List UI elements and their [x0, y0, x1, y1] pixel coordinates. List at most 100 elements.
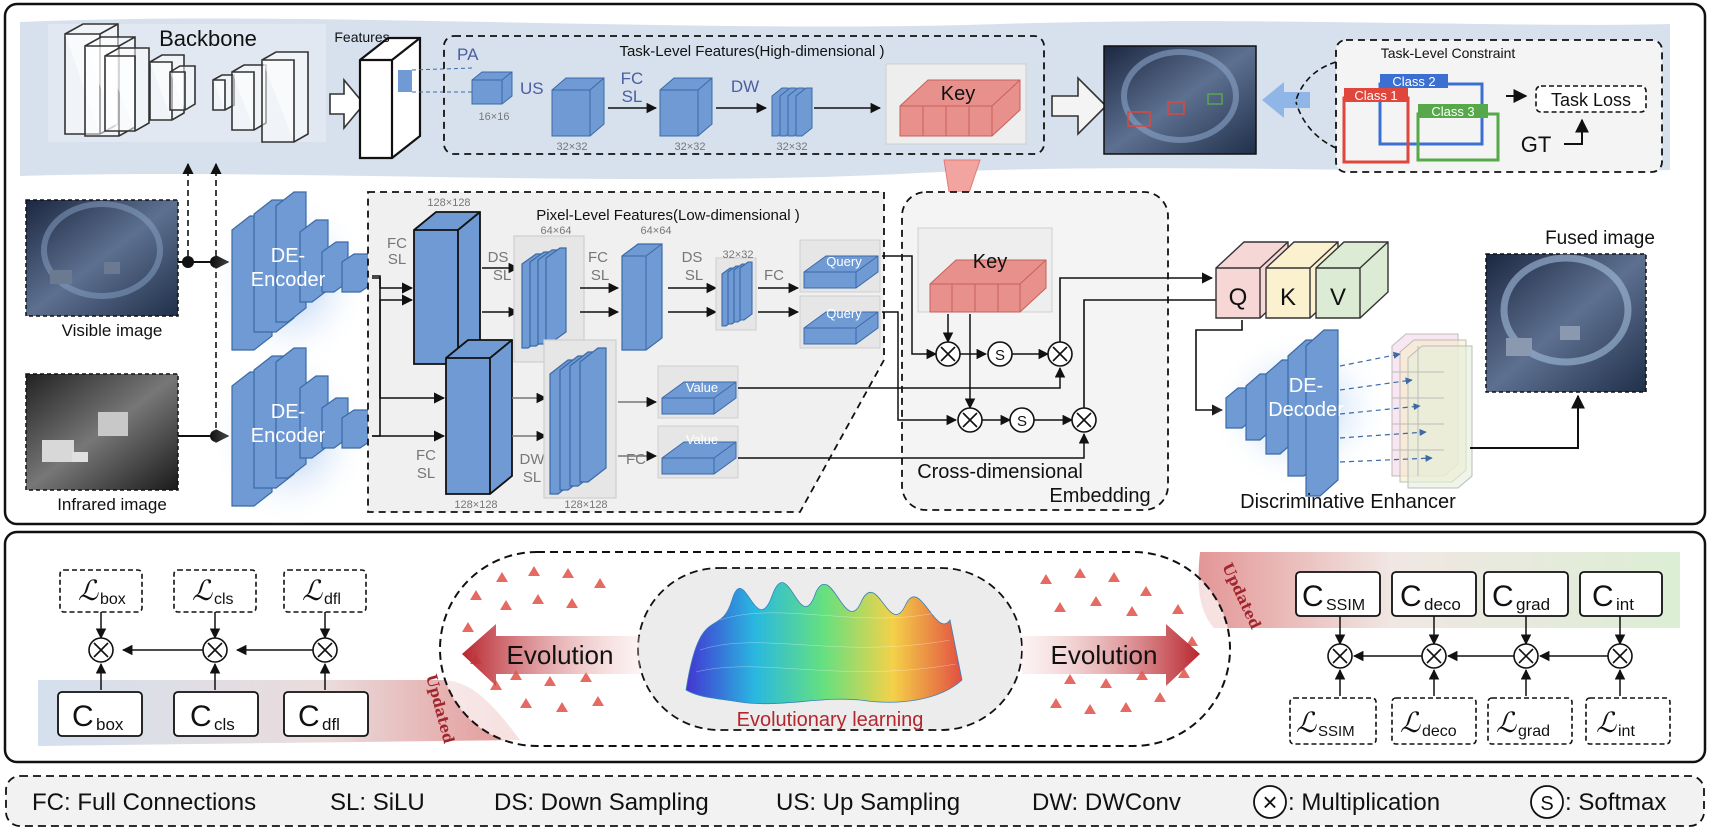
fc-label-mid-1: FC — [387, 235, 407, 252]
class-boxes: Class 2 Class 1 Class 3 — [1342, 74, 1500, 164]
size-64-label-a: 64×64 — [541, 225, 572, 237]
softmax-label-1: S — [995, 347, 1005, 364]
sl-label-mid-2: SL — [417, 465, 435, 482]
mult-op-1 — [935, 341, 961, 367]
legend-ds: DS: Down Sampling — [494, 789, 709, 816]
fc-label-mid-2: FC — [416, 447, 436, 464]
loss-symbol-cls: ℒ — [192, 574, 213, 607]
band-left — [38, 680, 520, 746]
c-grad-right: C grad — [1483, 571, 1569, 617]
infrared-image — [25, 373, 179, 491]
key-block-mid: Key — [917, 227, 1053, 313]
v-label: V — [1330, 284, 1346, 311]
query-label-1: Query — [826, 254, 862, 269]
cross-label-2: Embedding — [1049, 485, 1150, 507]
c-ssim-right: C SSIM — [1295, 571, 1381, 617]
mult-op-2 — [1047, 341, 1073, 367]
pa-label: PA — [457, 45, 479, 64]
loss-cls-sub: cls — [214, 591, 234, 608]
dw-label-mid: DW — [520, 451, 546, 468]
loss-symbol-deco: ℒ — [1400, 706, 1421, 739]
gt-label: GT — [1521, 132, 1552, 157]
legend-dw: DW: DWConv — [1032, 789, 1181, 816]
block-128-lower — [445, 339, 513, 495]
legend-us: US: Up Sampling — [776, 789, 960, 816]
de-encoder-bottom-line1: DE- — [271, 401, 305, 423]
task-features-title: Task-Level Features(High-dimensional ) — [619, 43, 884, 60]
loss-symbol-dfl: ℒ — [302, 574, 323, 607]
value-block-1: Value — [657, 365, 739, 419]
size-64-label-b: 64×64 — [641, 225, 672, 237]
c-cls-left: C cls — [173, 691, 259, 737]
backbone-label: Backbone — [159, 26, 257, 51]
c-dfl-left: C dfl — [283, 691, 369, 737]
fused-image-label: Fused image — [1545, 228, 1655, 249]
loss-box-left: ℒ box — [59, 569, 143, 613]
c-symbol-cls: C — [190, 700, 212, 733]
fc-label-top: FC — [621, 69, 644, 88]
key-block-top: Key — [885, 63, 1027, 145]
c-symbol-dfl: C — [298, 700, 320, 733]
c-ssim-sub: SSIM — [1326, 597, 1365, 614]
sl-label-mid-6: SL — [523, 469, 541, 486]
de-encoder-top-line1: DE- — [271, 245, 305, 267]
backbone-block: Backbone — [48, 23, 326, 143]
size-32-label-a: 32×32 — [557, 141, 588, 153]
value-label-2: Value — [686, 432, 718, 447]
de-decoder: DE- Decoder — [1210, 329, 1390, 497]
de-encoder-bottom: DE- Encoder — [210, 346, 373, 526]
de-decoder-line1: DE- — [1289, 375, 1323, 397]
softmax-op-1: S — [987, 341, 1013, 367]
legend-softmax-icon: S — [1530, 785, 1564, 819]
cross-label-1: Cross-dimensional — [917, 461, 1083, 483]
loss-deco-sub: deco — [1422, 723, 1457, 740]
v-block: V — [1315, 241, 1389, 319]
task-loss-box — [1535, 85, 1647, 113]
loss-dfl-sub: dfl — [324, 591, 341, 608]
hollow-arrow-2 — [1051, 76, 1108, 136]
mult-op-3 — [957, 407, 983, 433]
de-encoder-top-line2: Encoder — [251, 269, 326, 291]
loss-box-sub: box — [100, 591, 126, 608]
visible-image-label: Visible image — [62, 321, 163, 340]
blue-arrow — [1262, 82, 1310, 118]
value-block-2: Value — [657, 425, 739, 479]
c-symbol-grad: C — [1492, 580, 1514, 613]
us-label: US — [520, 79, 544, 98]
detection-image — [1103, 45, 1257, 155]
legend-mult-symbol: × — [1262, 787, 1277, 817]
loss-dfl-left: ℒ dfl — [283, 569, 367, 613]
size-128-label-a: 128×128 — [427, 197, 470, 209]
sl-label-mid-5: SL — [685, 267, 703, 284]
c-symbol-ssim: C — [1302, 580, 1324, 613]
sl-label-top: SL — [622, 87, 643, 106]
task-loss-label: Task Loss — [1551, 90, 1631, 110]
class1-label: Class 1 — [1354, 88, 1397, 103]
block-64 — [621, 243, 663, 351]
task-features-box — [443, 35, 1045, 155]
cube-32-c — [771, 87, 813, 137]
fused-image — [1485, 253, 1647, 393]
loss-int-right: ℒ int — [1585, 697, 1671, 745]
softmax-label-2: S — [1017, 413, 1027, 430]
mult-bottom-left-1 — [88, 637, 114, 663]
de-encoder-top: DE- Encoder — [210, 190, 373, 370]
hollow-arrow — [329, 77, 366, 131]
c-int-sub: int — [1616, 595, 1634, 614]
c-int-right: C int — [1579, 571, 1663, 617]
size-32-label-mid: 32×32 — [723, 249, 754, 261]
pixel-features-title: Pixel-Level Features(Low-dimensional ) — [536, 207, 799, 224]
cube-16 — [471, 71, 513, 105]
loss-symbol-ssim: ℒ — [1296, 706, 1317, 739]
c-deco-right: C deco — [1391, 571, 1477, 617]
key-label-top: Key — [941, 83, 975, 105]
loss-symbol-grad: ℒ — [1496, 706, 1517, 739]
block-128-stack — [543, 339, 617, 499]
legend-fc: FC: Full Connections — [32, 789, 256, 816]
features-label: Features — [334, 29, 389, 45]
mult-bottom-left-2 — [202, 637, 228, 663]
fc-label-mid-5: FC — [626, 451, 646, 468]
size-16-label: 16×16 — [479, 111, 510, 123]
size-32-label-b: 32×32 — [675, 141, 706, 153]
